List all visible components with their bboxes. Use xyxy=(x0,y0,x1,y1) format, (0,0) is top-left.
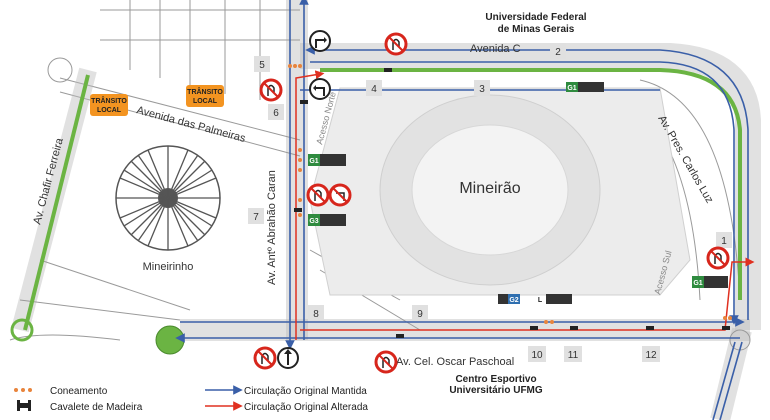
svg-text:L: L xyxy=(538,297,543,304)
mineirao-label: Mineirão xyxy=(459,180,520,197)
svg-text:G1: G1 xyxy=(693,280,702,287)
svg-text:LOCAL: LOCAL xyxy=(97,107,122,114)
svg-text:Coneamento: Coneamento xyxy=(50,386,108,397)
svg-text:LOCAL: LOCAL xyxy=(193,98,218,105)
green-route-line-2 xyxy=(23,74,90,331)
parking-sign-g1-left: G1 xyxy=(308,154,346,166)
local-traffic-box-2: TRÂNSITO LOCAL xyxy=(186,85,224,107)
marker-3: 3 xyxy=(474,80,490,96)
roundabout-w xyxy=(10,318,34,342)
abrahao-label: Av. Antº Abrahão Caran xyxy=(266,170,278,285)
no-u-turn-sign-3 xyxy=(306,183,330,207)
marker-6: 6 xyxy=(268,104,284,120)
svg-text:2: 2 xyxy=(555,47,561,58)
oscar-label: Av. Cel. Oscar Paschoal xyxy=(396,356,514,368)
straight-only-sign xyxy=(277,347,299,369)
svg-text:9: 9 xyxy=(417,309,423,320)
university-line1: Universidade Federal xyxy=(485,12,586,23)
mineirao-stadium xyxy=(309,87,691,296)
svg-text:5: 5 xyxy=(259,60,265,71)
no-left-turn-sign xyxy=(328,183,352,207)
mineirinho-label: Mineirinho xyxy=(143,261,194,273)
svg-text:3: 3 xyxy=(479,84,485,95)
palmeiras-label: Avenida das Palmeiras xyxy=(135,104,247,145)
original-routes xyxy=(175,0,749,420)
turn-right-sign xyxy=(309,30,331,52)
svg-text:G1: G1 xyxy=(309,158,318,165)
no-u-turn-sign-2 xyxy=(259,78,283,102)
numbered-markers: 1 2 3 4 5 6 7 8 9 10 11 12 xyxy=(248,43,732,362)
marker-12: 12 xyxy=(642,346,660,362)
svg-text:Circulação Original Mantida: Circulação Original Mantida xyxy=(244,386,367,397)
svg-text:12: 12 xyxy=(645,350,657,361)
marker-4: 4 xyxy=(366,80,382,96)
marker-9: 9 xyxy=(412,305,428,321)
marker-11: 11 xyxy=(564,346,582,362)
marker-7: 7 xyxy=(248,208,264,224)
parking-sign-g3: G3 xyxy=(308,214,346,226)
marker-2: 2 xyxy=(550,43,566,59)
svg-text:TRÂNSITO: TRÂNSITO xyxy=(187,87,223,96)
no-u-turn-sign-4 xyxy=(706,246,730,270)
parking-sign-g1-right: G1 xyxy=(692,276,728,288)
svg-text:Circulação Original Alterada: Circulação Original Alterada xyxy=(244,402,368,413)
no-u-turn-sign-5 xyxy=(253,346,277,370)
local-traffic-box-1: TRÂNSITO LOCAL xyxy=(90,94,128,116)
sports-center-line2: Universitário UFMG xyxy=(449,385,543,396)
svg-text:4: 4 xyxy=(371,84,377,95)
svg-text:G2: G2 xyxy=(509,297,518,304)
svg-text:Cavalete de Madeira: Cavalete de Madeira xyxy=(50,402,143,413)
marker-1: 1 xyxy=(716,232,732,248)
wood-barriers xyxy=(294,68,730,338)
avenida-c-label: Avenida C xyxy=(470,43,521,55)
parking-sign-g2: G2 L xyxy=(498,294,572,304)
legend-altered: Circulação Original Alterada xyxy=(205,401,368,413)
roundabout-sw xyxy=(155,325,185,355)
no-u-turn-sign-6 xyxy=(374,350,398,374)
svg-text:6: 6 xyxy=(273,108,279,119)
svg-text:7: 7 xyxy=(253,212,259,223)
svg-text:G3: G3 xyxy=(309,218,318,225)
svg-text:8: 8 xyxy=(313,309,319,320)
marker-5: 5 xyxy=(254,56,270,72)
svg-text:G1: G1 xyxy=(567,85,576,92)
mineirinho-arena xyxy=(115,145,221,251)
altered-routes xyxy=(295,70,755,340)
turn-left-sign xyxy=(309,78,331,100)
parking-sign-g1-top: G1 xyxy=(566,82,604,92)
legend-wood: Cavalete de Madeira xyxy=(17,400,143,413)
no-u-turn-sign xyxy=(384,32,408,56)
svg-text:11: 11 xyxy=(568,350,579,361)
green-route-line xyxy=(320,68,742,300)
legend-original: Circulação Original Mantida xyxy=(205,385,367,397)
svg-text:1: 1 xyxy=(721,236,727,247)
svg-text:TRÂNSITO: TRÂNSITO xyxy=(91,96,127,105)
legend: Coneamento Cavalete de Madeira Circulaçã… xyxy=(14,385,368,413)
svg-text:10: 10 xyxy=(531,350,543,361)
cone-markers xyxy=(288,64,732,324)
sports-center-line1: Centro Esportivo xyxy=(455,374,536,385)
university-line2: de Minas Gerais xyxy=(498,24,575,35)
legend-cone: Coneamento xyxy=(14,386,108,397)
marker-8: 8 xyxy=(308,305,324,321)
marker-10: 10 xyxy=(528,346,546,362)
